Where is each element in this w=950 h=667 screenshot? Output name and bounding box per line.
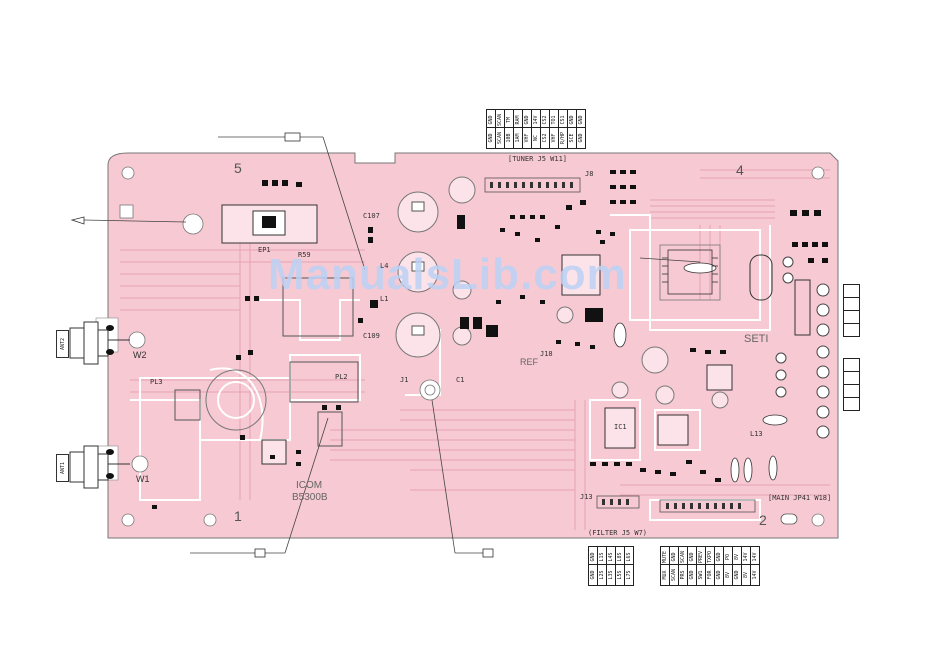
quadrant-label-5: 5	[234, 160, 242, 176]
smd-pads	[152, 170, 828, 509]
component-j18: J18	[540, 350, 553, 358]
pin-cell: 14V	[742, 547, 751, 567]
component-pl3: PL3	[150, 378, 163, 386]
pin-cell: PO	[724, 547, 733, 567]
pin-cell: PRS	[679, 565, 688, 585]
pin-cell: GND	[733, 565, 742, 585]
tuner-connector-caption: [TUNER J5 W11]	[508, 155, 568, 163]
pin-cell: GND	[589, 547, 598, 567]
edge-pads	[775, 256, 830, 439]
component-j13: J13	[580, 493, 593, 501]
right-label-stack-bottom	[843, 358, 860, 411]
component-r59: R59	[298, 251, 311, 259]
quadrant-label-4: 4	[736, 162, 744, 178]
pcb-board-outline	[107, 152, 839, 539]
pin-cell: SCAN	[670, 565, 679, 585]
right-label-stack-top	[843, 284, 860, 337]
pin-cell: 8V	[724, 565, 733, 585]
pin-cell: L3S	[607, 565, 616, 585]
component-c109: C109	[363, 332, 380, 340]
pin-cell: L2S	[598, 565, 607, 585]
pin-cell: FOR	[706, 565, 715, 585]
filter-connector-caption: (FILTER J5 W7)	[588, 529, 648, 537]
pin-cell: 14V	[752, 570, 758, 580]
pin-cell: CS1	[559, 110, 568, 130]
pin-cell: GND	[589, 565, 598, 585]
pin-cell: MUX	[661, 565, 670, 585]
pin-cell: R/HP	[559, 128, 568, 148]
pin-cell: SW1	[697, 565, 706, 585]
pin-cell: GND	[523, 110, 532, 130]
pin-cell: VHF	[550, 128, 559, 148]
pin-cell: TXPO	[706, 547, 715, 567]
pin-cell: 1AM	[514, 128, 523, 148]
mounting-holes	[119, 166, 825, 527]
pin-cell: TM	[505, 110, 514, 130]
pin-cell: L1S	[598, 547, 607, 567]
tuner-pin-row-bottom: GND SCAN 10B 1AM VHF NC CS2 VHF R/HP SCE…	[486, 127, 586, 149]
pin-cell: GND	[715, 565, 724, 585]
main-pin-row-bottom: MUX SCAN PRS GND SW1 FOR GND 8V GND 8V 1…	[660, 564, 760, 586]
component-j1: J1	[400, 376, 409, 384]
ref-label: REF	[520, 357, 538, 367]
pin-cell: GND	[568, 110, 577, 130]
component-w1: W1	[136, 474, 150, 484]
pin-cell: GND	[688, 565, 697, 585]
component-ep1: EP1	[258, 246, 271, 254]
pin-cell: 8V	[733, 547, 742, 567]
antenna-2-label-box: ANT2	[56, 330, 69, 358]
pin-cell: L7S	[626, 570, 632, 580]
pin-cell: GND	[578, 133, 584, 143]
component-pl2: PL2	[335, 373, 348, 381]
component-w2: W2	[133, 350, 147, 360]
main-connector-caption: [MAIN JP41 W18]	[768, 494, 832, 502]
pin-cell: GND	[487, 128, 496, 148]
pin-cell: CS2	[541, 110, 550, 130]
component-c107: C107	[363, 212, 380, 220]
pin-cell: L4S	[607, 547, 616, 567]
pin-cell: PREV	[697, 547, 706, 567]
pin-cell: L5S	[616, 565, 625, 585]
component-c1: C1	[456, 376, 465, 384]
watermark-text: ManualsLib.com	[268, 250, 627, 299]
pin-cell: 14V	[532, 110, 541, 130]
pin-cell: SCE	[568, 128, 577, 148]
set-label: SETI	[744, 333, 769, 345]
capacitor-group	[395, 176, 729, 409]
pin-cell: NC	[532, 128, 541, 148]
pin-cell: 10B	[505, 128, 514, 148]
pin-cell: SCAN	[679, 547, 688, 567]
pin-cell: GND	[688, 547, 697, 567]
quadrant-label-2: 2	[759, 512, 767, 528]
pin-cell: L8S	[616, 547, 625, 567]
pin-cell: GND	[670, 547, 679, 567]
leader-lines	[83, 136, 701, 554]
pin-cell: MUTE	[661, 547, 670, 567]
component-ic1: IC1	[614, 423, 627, 431]
component-l13: L13	[750, 430, 763, 438]
pin-cell: GND	[715, 547, 724, 567]
quadrant-label-1: 1	[234, 508, 242, 524]
ic-chips	[221, 204, 733, 465]
board-maker-label: ICOM	[296, 480, 323, 491]
antenna-connectors	[69, 321, 130, 489]
component-j8: J8	[585, 170, 594, 178]
filter-pin-row-bottom: GND L2S L3S L5S L7S	[588, 564, 634, 586]
pin-cell: CS2	[541, 128, 550, 148]
pin-cell: TO1	[550, 110, 559, 130]
component-l4: L4	[380, 262, 389, 270]
pin-cell: SCAN	[496, 128, 505, 148]
board-part-number: B5300B	[292, 492, 328, 503]
pin-cell: RAM	[514, 110, 523, 130]
component-l1: L1	[380, 295, 389, 303]
pin-cell: SCAN	[496, 110, 505, 130]
pin-cell: VHF	[523, 128, 532, 148]
antenna-1-label-box: ANT1	[56, 454, 69, 482]
pin-cell: GND	[487, 110, 496, 130]
pin-cell: 8V	[742, 565, 751, 585]
